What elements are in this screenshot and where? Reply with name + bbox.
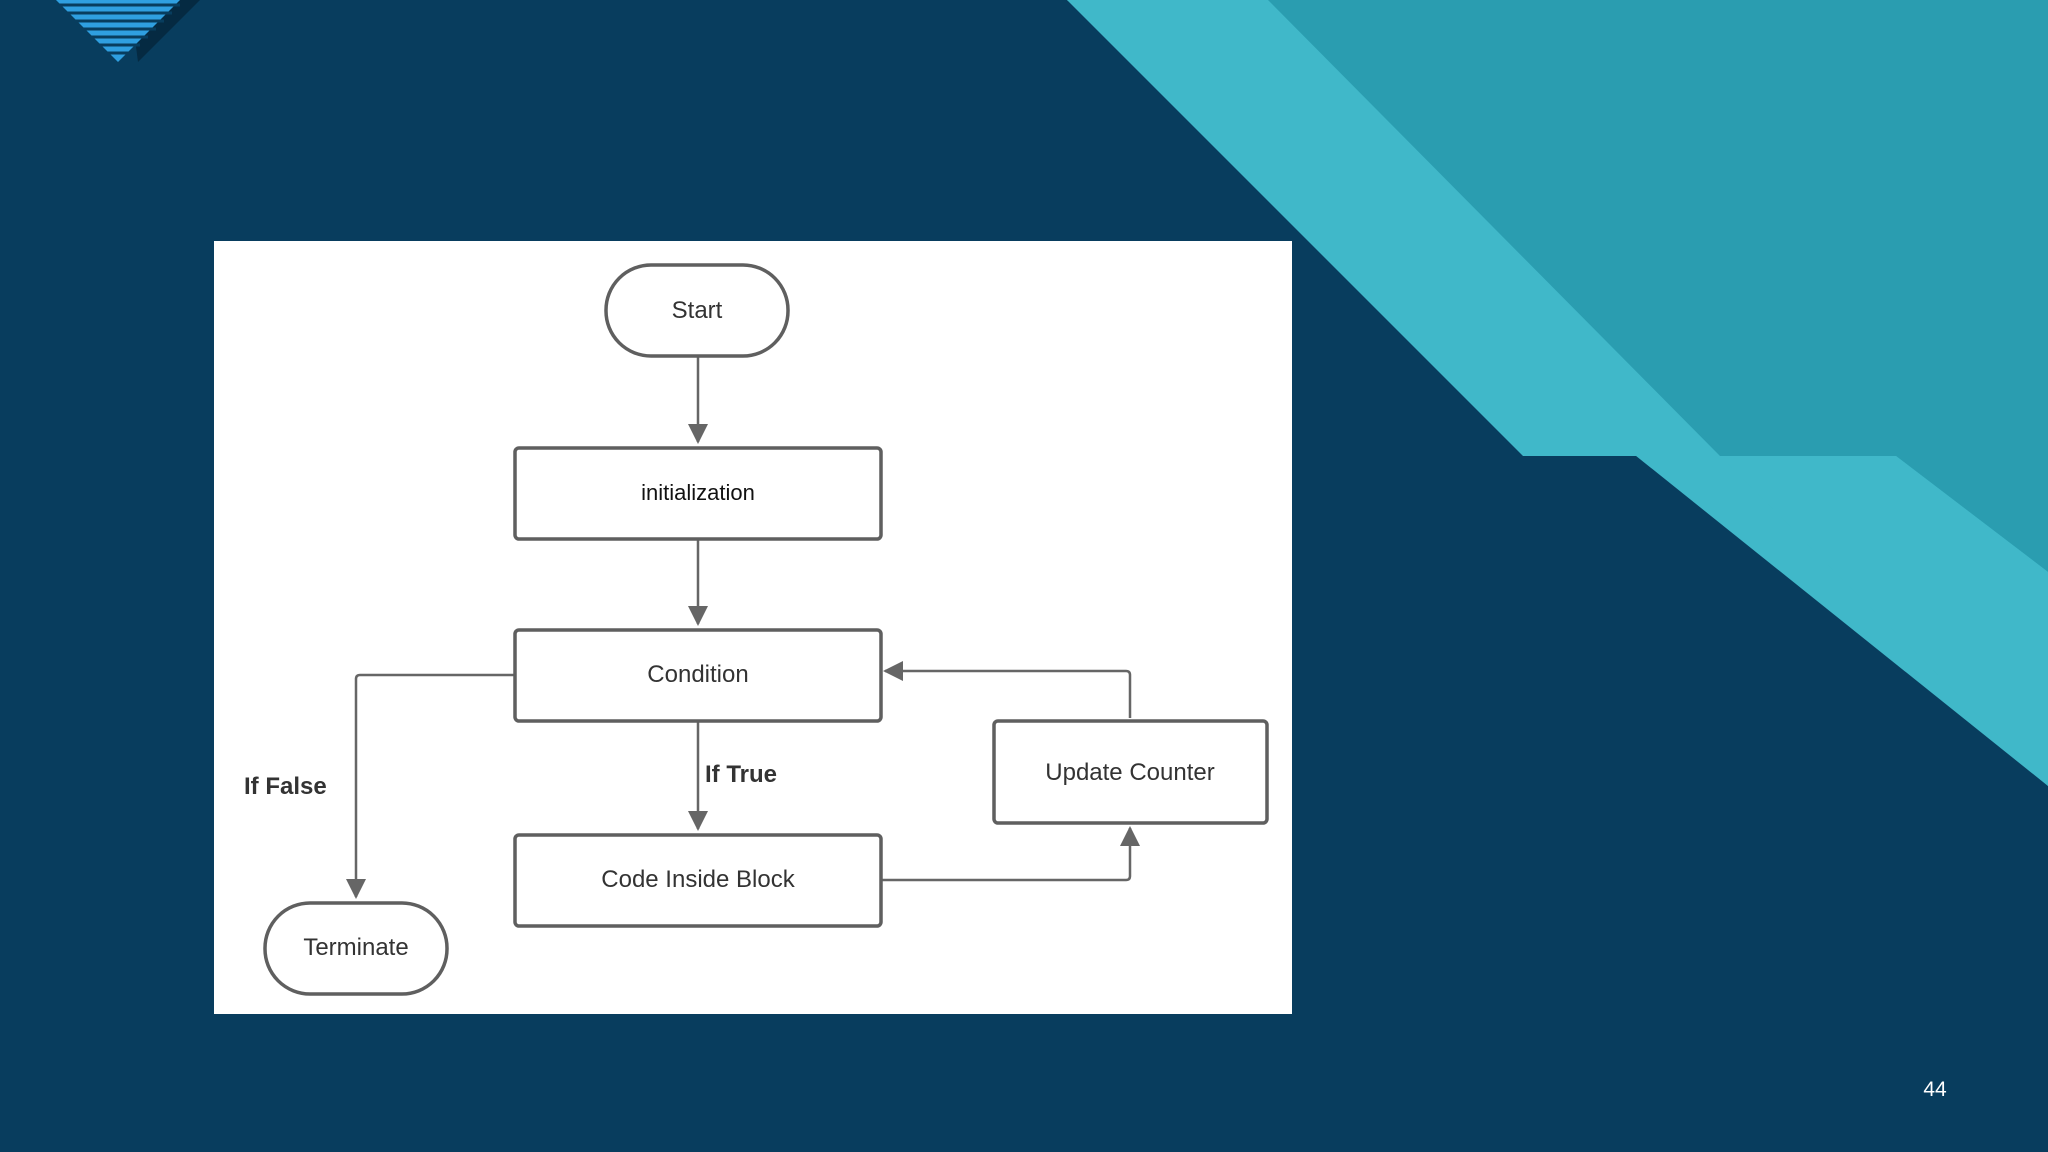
- node-initialization-label: initialization: [641, 480, 755, 505]
- edge-condition-to-terminate: [346, 673, 515, 899]
- node-code-block-label: Code Inside Block: [601, 866, 795, 893]
- node-condition-label: Condition: [647, 661, 748, 688]
- edge-code-to-update: [881, 826, 1140, 882]
- page-number: 44: [1923, 1078, 1947, 1101]
- flowchart-panel: If True If False Start initialization Co…: [214, 241, 1292, 1014]
- node-update-counter: Update Counter: [992, 719, 1269, 825]
- node-terminate-label: Terminate: [303, 934, 408, 961]
- edge-update-to-condition: [883, 661, 1132, 718]
- accent-band-dark: [1268, 0, 2048, 572]
- accent-band-light-lower: [1067, 0, 1720, 456]
- node-initialization: initialization: [513, 446, 883, 541]
- node-update-counter-label: Update Counter: [1045, 759, 1214, 786]
- node-start: Start: [604, 263, 790, 358]
- edge-label-if-true: If True: [705, 761, 777, 788]
- accent-band-right: [1720, 456, 2048, 786]
- node-terminate: Terminate: [263, 901, 449, 996]
- node-start-label: Start: [672, 297, 723, 324]
- node-code-block: Code Inside Block: [513, 833, 883, 928]
- node-condition: Condition: [513, 628, 883, 723]
- striped-triangle-icon: [56, 0, 200, 62]
- edge-label-if-false: If False: [244, 773, 327, 800]
- flowchart: If True If False Start initialization Co…: [244, 263, 1269, 996]
